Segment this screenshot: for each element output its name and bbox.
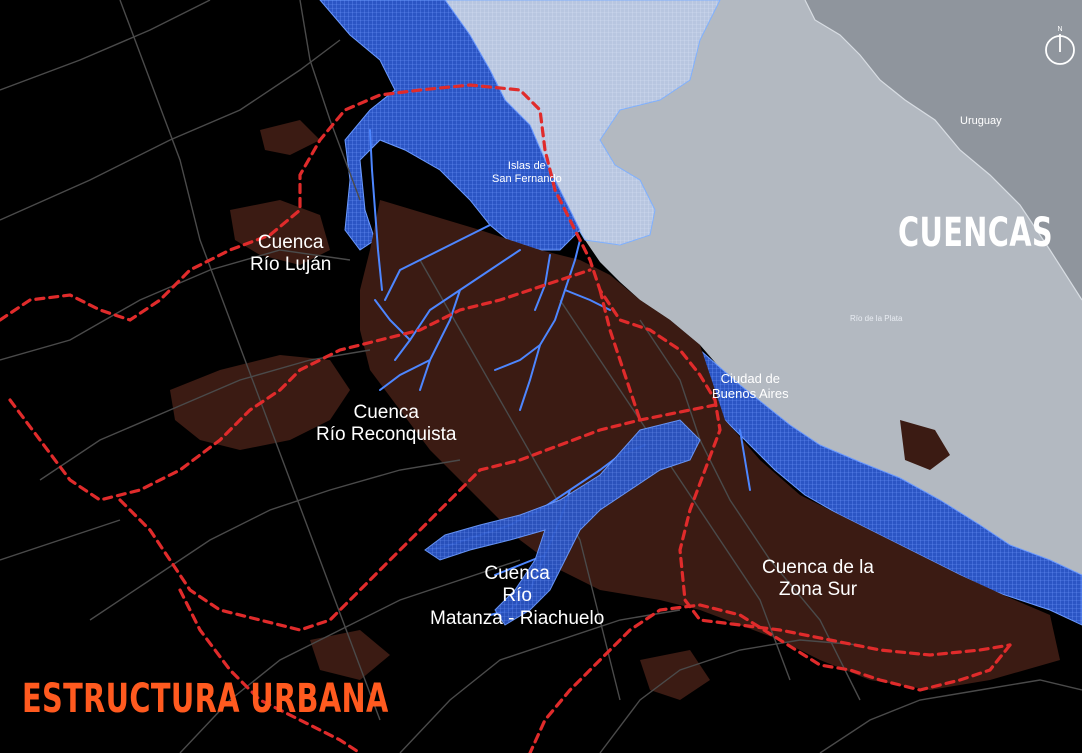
urban-areas xyxy=(170,120,1060,700)
svg-text:N: N xyxy=(1057,26,1062,33)
coastal-grid-strip xyxy=(699,348,1082,626)
label-line: Buenos Aires xyxy=(712,386,789,402)
label-line: Río xyxy=(502,585,532,607)
label-line: Cuenca xyxy=(484,563,550,584)
basin-boundaries xyxy=(0,83,1012,753)
label-line: Matanza - Riachuelo xyxy=(430,607,605,629)
label-uruguay: Uruguay xyxy=(960,115,1002,127)
label-line: Zona Sur xyxy=(778,579,858,601)
label-line: Río Reconquista xyxy=(316,424,457,446)
north-arrow-icon: N xyxy=(1045,26,1075,65)
label-line: Islas de xyxy=(507,160,546,172)
title-estructura-urbana: ESTRUCTURA URBANA xyxy=(22,676,389,722)
title-cuencas: CUENCAS xyxy=(898,210,1053,256)
label-cuenca-rio-lujan: Cuenca Río Luján xyxy=(250,232,331,277)
label-line: Río Luján xyxy=(250,254,332,276)
label-cuenca-zona-sur: Cuenca de la Zona Sur xyxy=(762,557,874,602)
label-line: Ciudad de xyxy=(720,371,780,386)
label-line: Cuenca de la xyxy=(762,557,874,578)
label-ciudad-buenos-aires: Ciudad de Buenos Aires xyxy=(712,371,789,402)
label-line: Cuenca xyxy=(257,232,324,253)
label-line: San Fernando xyxy=(492,172,562,185)
label-cuenca-matanza-riachuelo: Cuenca Río Matanza - Riachuelo xyxy=(430,563,604,630)
uruguay-land xyxy=(805,0,1082,300)
matanza-riachuelo-grid xyxy=(424,419,701,626)
label-rio-de-la-plata: Río de la Plata xyxy=(850,314,903,323)
label-islas-san-fernando: Islas de San Fernando xyxy=(492,160,562,186)
uruguay-coast-line xyxy=(804,0,1082,301)
label-line: Cuenca xyxy=(353,402,419,423)
label-cuenca-rio-reconquista: Cuenca Río Reconquista xyxy=(316,402,456,447)
delta-blue-grid xyxy=(319,0,581,251)
